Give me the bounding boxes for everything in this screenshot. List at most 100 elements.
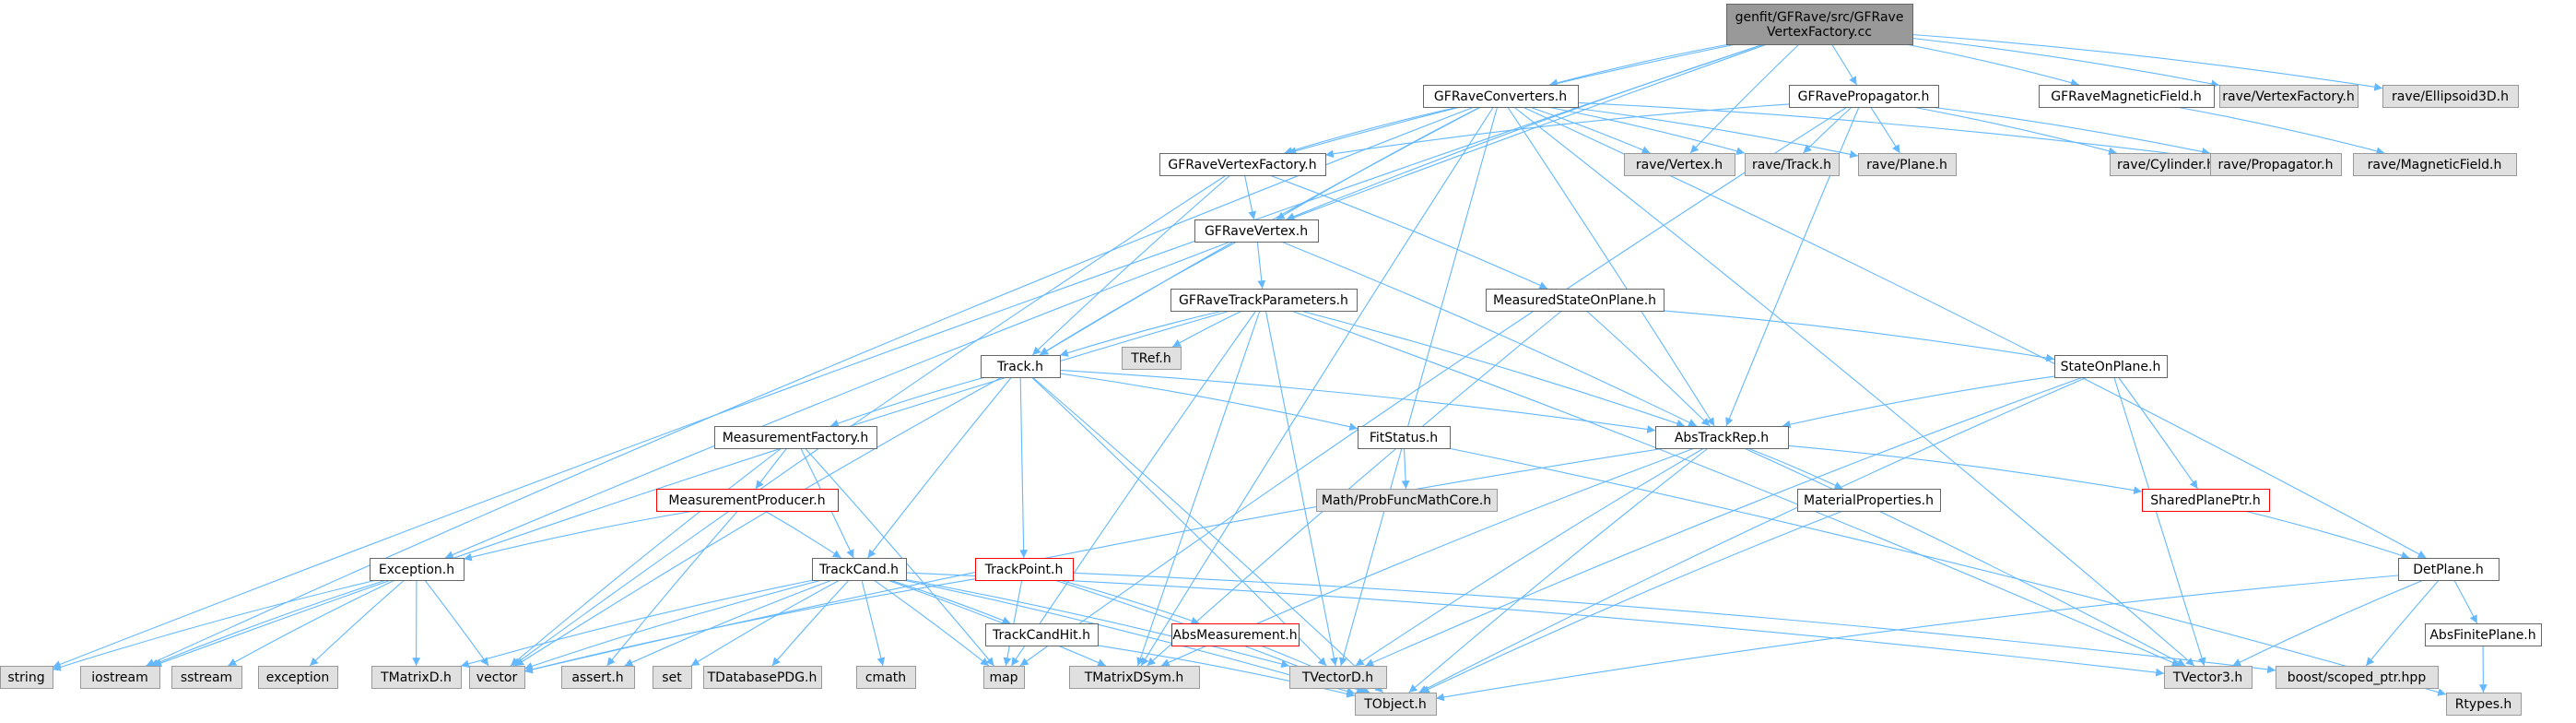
edge-detp-to-afp: [2453, 579, 2478, 624]
node-conv[interactable]: GFRaveConverters.h: [1423, 85, 1579, 108]
edge-mprod-to-tcand: [764, 510, 841, 559]
node-rtrk-label: rave/Track.h: [1752, 158, 1831, 172]
edge-detp-to-tv3h: [2232, 579, 2424, 667]
edge-gfvf-to-msop: [1269, 174, 1548, 290]
node-matp-label: MaterialProperties.h: [1804, 493, 1934, 508]
edge-prop-to-rpln: [1870, 106, 1900, 154]
node-tch-label: TrackCandHit.h: [992, 628, 1090, 643]
node-math-box: [1316, 489, 1498, 512]
node-exn: exception: [258, 666, 338, 689]
node-gfvx[interactable]: GFRaveVertex.h: [1194, 219, 1319, 243]
edge-track-to-atr: [1059, 369, 1656, 433]
edge-root-to-str: [52, 43, 1764, 669]
node-mfac[interactable]: MeasurementFactory.h: [714, 426, 877, 449]
node-map-box: [983, 666, 1025, 689]
dependency-edges: [52, 33, 2488, 702]
node-sst: sstream: [171, 666, 242, 689]
edge-root-to-rvf: [1911, 37, 2220, 89]
node-ios-box: [80, 666, 160, 689]
edge-tpt-to-map: [1003, 579, 1023, 667]
node-rmag-label: rave/MagneticField.h: [2368, 158, 2502, 172]
node-magf[interactable]: GFRaveMagneticField.h: [2039, 85, 2215, 108]
node-bsp-box: [2276, 666, 2439, 689]
node-fits[interactable]: FitStatus.h: [1358, 426, 1451, 449]
node-tmd-box: [371, 666, 462, 689]
edge-gfvx-to-gftp: [1256, 241, 1266, 290]
edge-gftp-to-tmds: [1136, 310, 1261, 667]
node-tch[interactable]: TrackCandHit.h: [985, 623, 1099, 646]
node-track-box: [981, 355, 1061, 378]
node-sop-label: StateOnPlane.h: [2061, 360, 2161, 374]
edge-track-to-tcand: [867, 376, 1012, 559]
node-gfvx-label: GFRaveVertex.h: [1205, 224, 1308, 239]
node-amea[interactable]: AbsMeasurement.h: [1171, 623, 1300, 646]
node-atr-box: [1655, 426, 1789, 449]
node-tref-label: TRef.h: [1130, 351, 1171, 366]
node-rmag: rave/MagneticField.h: [2353, 153, 2517, 176]
node-tdb-label: TDatabasePDG.h: [707, 670, 817, 685]
edge-exc-to-str: [52, 579, 377, 671]
edge-msop-to-atr: [1585, 310, 1711, 427]
node-spp-label: SharedPlanePtr.h: [2150, 493, 2260, 508]
node-fits-label: FitStatus.h: [1370, 431, 1438, 445]
node-mfac-label: MeasurementFactory.h: [723, 431, 869, 445]
edge-prop-to-atr: [1725, 106, 1860, 427]
node-msop-box: [1486, 289, 1664, 312]
node-str: string: [0, 666, 53, 689]
edge-track-to-vec: [514, 376, 1003, 667]
node-sop[interactable]: StateOnPlane.h: [2054, 355, 2168, 378]
edge-gftp-to-tref: [1171, 310, 1243, 348]
edge-tcand-to-tv3: [905, 578, 1290, 669]
node-str-label: string: [7, 670, 44, 685]
node-spp[interactable]: SharedPlanePtr.h: [2142, 489, 2270, 512]
node-track[interactable]: Track.h: [981, 355, 1061, 378]
node-prop-box: [1789, 85, 1939, 108]
node-tref-box: [1122, 347, 1182, 370]
node-exc-box: [370, 558, 465, 581]
file-nodes: genfit/GFRave/src/GFRaveVertexFactory.cc…: [0, 4, 2542, 716]
node-exc[interactable]: Exception.h: [370, 558, 465, 581]
edge-gfvx-to-track: [1039, 241, 1238, 356]
edge-detp-to-bsp: [2365, 579, 2440, 667]
edge-conv-to-tv3h: [1513, 106, 2195, 667]
node-tch-box: [985, 623, 1099, 646]
edge-sop-to-tv3: [1365, 376, 2084, 667]
node-gfvf[interactable]: GFRaveVertexFactory.h: [1159, 153, 1326, 176]
node-tmd: TMatrixD.h: [371, 666, 462, 689]
edge-conv-to-atr: [1507, 106, 1715, 427]
node-rell-label: rave/Ellipsoid3D.h: [2392, 89, 2509, 104]
node-prop-label: GFRavePropagator.h: [1798, 89, 1930, 104]
node-prop[interactable]: GFRavePropagator.h: [1789, 85, 1939, 108]
edge-conv-to-ios: [146, 106, 1475, 667]
node-atr[interactable]: AbsTrackRep.h: [1655, 426, 1789, 449]
node-conv-box: [1423, 85, 1579, 108]
node-spp-box: [2142, 489, 2270, 512]
node-tpt[interactable]: TrackPoint.h: [975, 558, 1074, 581]
node-afp[interactable]: AbsFinitePlane.h: [2425, 623, 2542, 646]
edge-root-to-exc: [444, 43, 1768, 559]
edge-fits-to-math: [1401, 447, 1410, 490]
node-root[interactable]: genfit/GFRave/src/GFRaveVertexFactory.cc: [1726, 4, 1913, 45]
edge-exc-to-exn: [309, 579, 406, 667]
edge-spp-to-detp: [2244, 510, 2410, 560]
node-cmt: cmath: [856, 666, 916, 689]
node-tobj-label: TObject.h: [1363, 697, 1426, 712]
node-msop[interactable]: MeasuredStateOnPlane.h: [1486, 289, 1664, 312]
node-rprp-box: [2210, 153, 2342, 176]
node-map-label: map: [989, 670, 1017, 685]
node-tv3h-label: TVector3.h: [2172, 670, 2242, 685]
node-matp[interactable]: MaterialProperties.h: [1797, 489, 1941, 512]
node-detp[interactable]: DetPlane.h: [2398, 558, 2500, 581]
node-tcand[interactable]: TrackCand.h: [812, 558, 907, 581]
node-rtrk-box: [1745, 153, 1840, 176]
edge-gftp-to-ios: [153, 310, 1230, 668]
node-magf-box: [2039, 85, 2215, 108]
edge-mprod-to-ast: [606, 510, 738, 667]
node-rprp: rave/Propagator.h: [2210, 153, 2342, 176]
edge-track-to-tobj: [1031, 376, 1384, 693]
node-tv3-label: TVectorD.h: [1301, 670, 1373, 685]
edge-msop-to-sop: [1663, 310, 2055, 362]
node-gftp[interactable]: GFRaveTrackParameters.h: [1170, 289, 1358, 312]
node-mprod[interactable]: MeasurementProducer.h: [656, 489, 839, 512]
